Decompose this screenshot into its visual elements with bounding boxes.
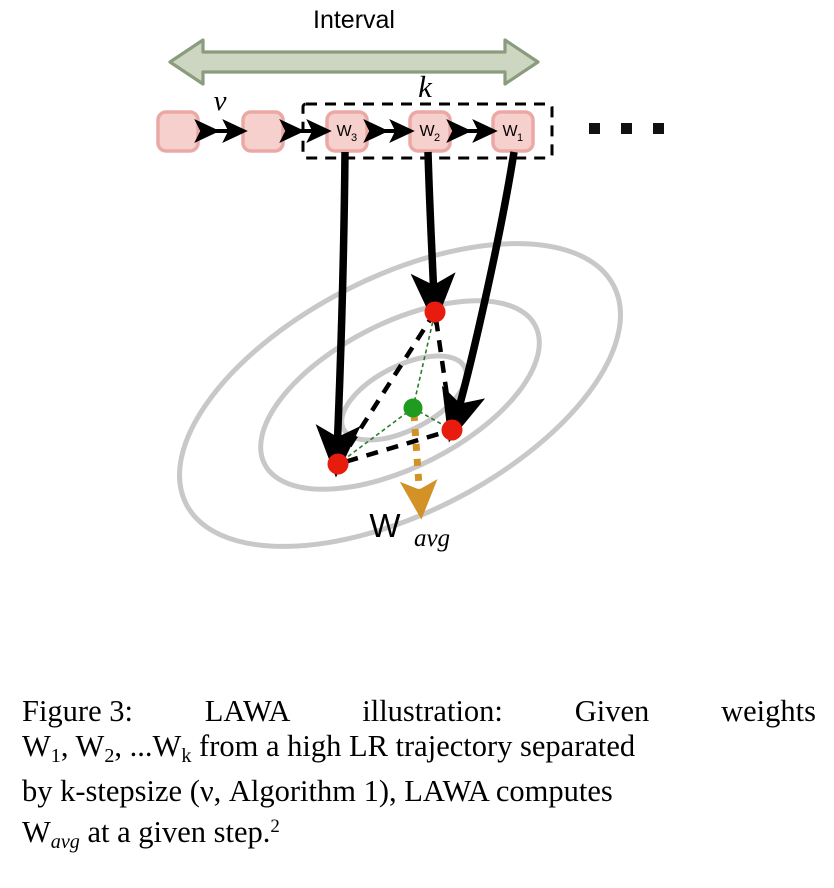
trajectory-arrows (315, 151, 518, 478)
contour-middle (258, 298, 542, 492)
average-point (403, 398, 423, 418)
caption-word-3: illustration: (362, 694, 503, 728)
weight-point-w1 (441, 419, 463, 441)
caption-word-1: Figure 3: (22, 694, 133, 728)
caption-w-sub-2: 2 (104, 745, 115, 768)
caption-w-base-1: W (22, 729, 51, 763)
weight-box-blank-1[interactable] (156, 110, 200, 153)
weight-box-w2-sub: 2 (434, 132, 440, 144)
caption-footnote-marker: 2 (270, 816, 280, 838)
weight-box-w3-sub: 3 (351, 132, 357, 144)
nu-label: ν (214, 85, 227, 117)
caption-line-2: W1, W2, ...Wk from a high LR trajectory … (22, 729, 816, 774)
weights-triangle (335, 309, 455, 467)
lawa-diagram: Interval k W 3 W 2 W 1 ν (156, 6, 664, 552)
caption-line-1: Figure 3: LAWA illustration: Given weigh… (22, 694, 816, 729)
interval-arrow (168, 38, 540, 86)
weight-box-w1-sub: 1 (517, 132, 523, 144)
loss-contours (177, 241, 623, 549)
interval-label: Interval (313, 6, 395, 34)
w-avg-label: W avg (369, 507, 450, 552)
caption-word-4: Given (574, 694, 650, 728)
w-avg-label-sub: avg (414, 525, 450, 552)
caption-word-2: LAWA (204, 694, 291, 728)
weight-box-w3-label: W (336, 123, 352, 140)
ellipsis-dots (589, 123, 664, 134)
caption-word-5: weights (721, 694, 816, 728)
caption-w-sub-1: 1 (50, 745, 61, 768)
caption-wavg-sub: avg (50, 830, 80, 853)
weight-box-w2-label: W (419, 123, 435, 140)
weight-box-w1-label: W (502, 123, 518, 140)
weight-point-w2 (424, 301, 446, 323)
arrow-w1-to-point (441, 151, 518, 443)
weight-box-w3[interactable]: W 3 (325, 110, 369, 153)
arrow-w2-to-point (410, 151, 456, 326)
weight-box-blank-2[interactable] (241, 110, 285, 153)
caption-line-2-rest: from a high LR trajectory separated (191, 729, 636, 763)
caption-wavg-base: W (22, 814, 51, 849)
arrow-w3-to-point (315, 151, 361, 478)
caption-line-3: by k-stepsize (ν, Algorithm 1), LAWA com… (22, 774, 613, 809)
caption-w-sub-k: k (181, 745, 192, 768)
w-avg-label-base: W (369, 507, 401, 544)
weight-box-w1[interactable]: W 1 (491, 110, 535, 153)
weight-box-w2[interactable]: W 2 (408, 110, 452, 153)
k-label: k (418, 69, 433, 104)
caption-w-mid-1: , W (60, 729, 105, 763)
caption-w-mid-2: , ...W (114, 729, 182, 763)
contour-outer (177, 241, 623, 549)
caption-line-4-rest: at a given step. (79, 814, 271, 849)
caption-line-4: Wavg at a given step.2 (22, 809, 816, 860)
figure-caption: Figure 3: LAWA illustration: Given weigh… (22, 694, 816, 860)
weight-point-w3 (327, 453, 349, 475)
